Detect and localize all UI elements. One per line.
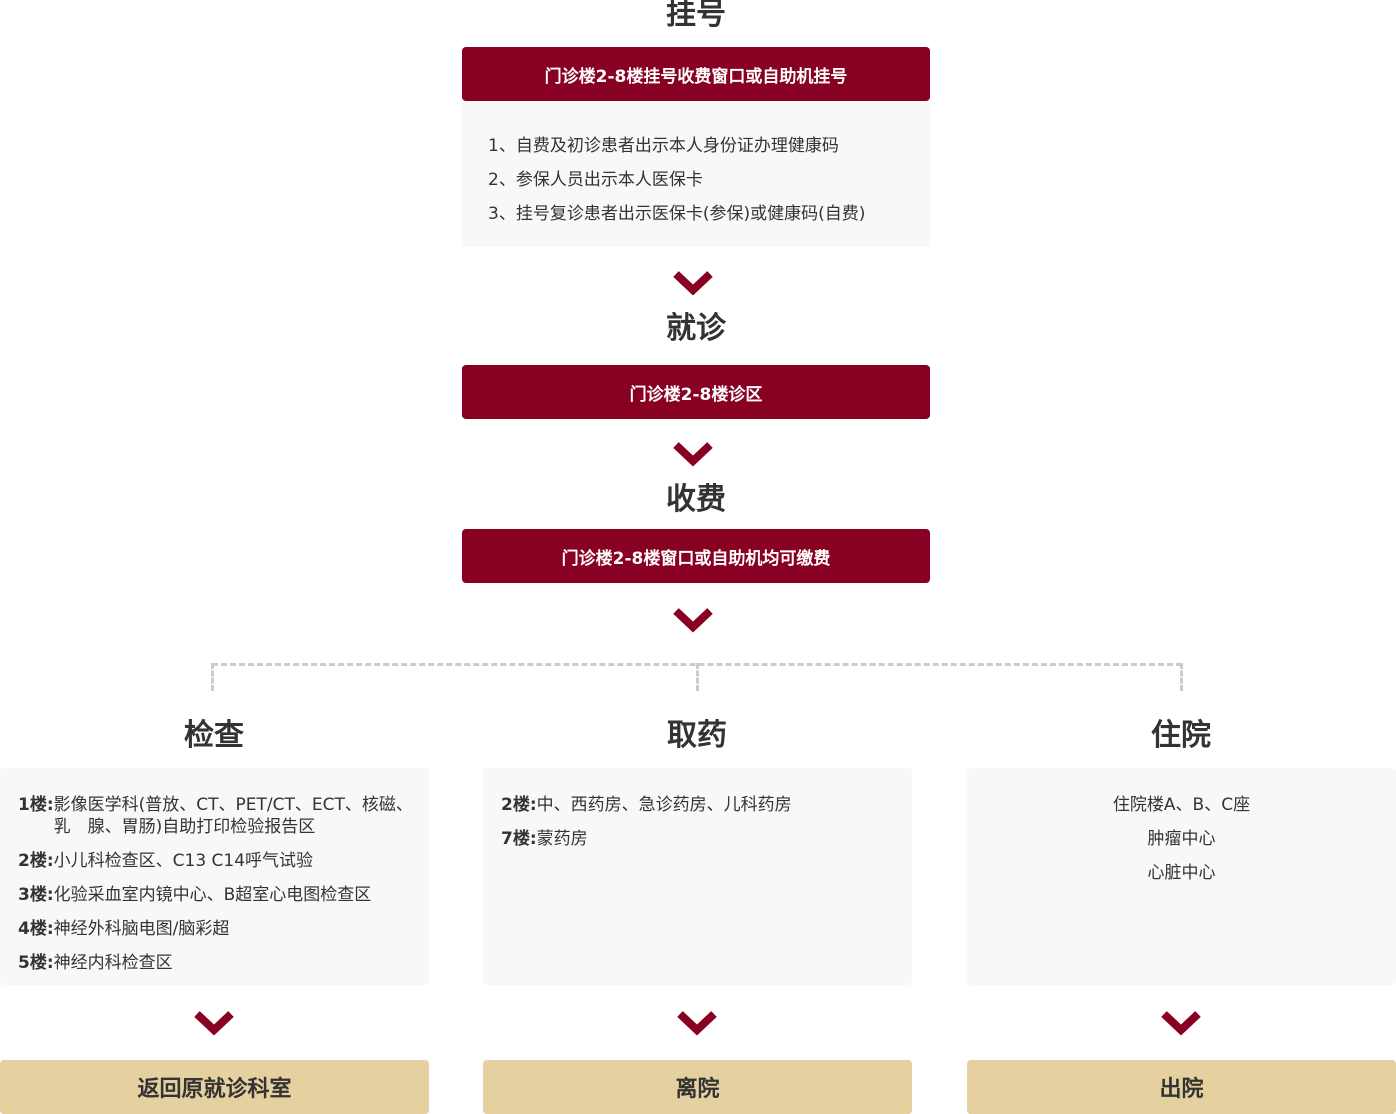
list-item: 4楼:神经外科脑电图/脑彩超 (18, 912, 411, 946)
floor-desc: 神经外科脑电图/脑彩超 (53, 919, 230, 939)
chevron-down-icon (673, 271, 713, 296)
chevron-down-icon (673, 442, 713, 467)
chevron-down-icon (1161, 1011, 1201, 1036)
floor-label: 5楼: (18, 953, 54, 973)
result-discharge: 出院 (967, 1060, 1396, 1114)
registration-box: 门诊楼2-8楼挂号收费窗口或自助机挂号 (462, 47, 930, 101)
note-item: 3、挂号复诊患者出示医保卡(参保)或健康码(自费) (488, 204, 866, 224)
floor-desc: 化验采血室内镜中心、B超室心电图检查区 (53, 885, 372, 905)
list-item: 5楼:神经内科检查区 (18, 946, 411, 980)
list-item: 住院楼A、B、C座 (1112, 795, 1251, 815)
floor-label: 3楼: (18, 885, 54, 905)
floor-label: 7楼: (501, 829, 537, 849)
step-title-consultation: 就诊 (666, 311, 726, 346)
registration-notes: 1、自费及初诊患者出示本人身份证办理健康码 2、参保人员出示本人医保卡 3、挂号… (462, 101, 930, 247)
list-item: 心脏中心 (1147, 863, 1216, 883)
branch-connector-right (1180, 663, 1183, 691)
floor-label: 2楼: (18, 851, 54, 871)
branch-connector-middle (696, 663, 699, 691)
list-item: 1楼:影像医学科(普放、CT、PET/CT、ECT、核磁、 乳 腺、胃肠)自助打… (18, 788, 422, 844)
floor-label: 4楼: (18, 919, 54, 939)
floor-desc: 中、西药房、急诊药房、儿科药房 (536, 795, 792, 815)
step-title-payment: 收费 (666, 482, 726, 517)
list-item: 肿瘤中心 (1147, 829, 1216, 849)
pharmacy-panel: 2楼:中、西药房、急诊药房、儿科药房 7楼:蒙药房 (483, 768, 912, 985)
floor-desc: 蒙药房 (536, 829, 588, 849)
payment-box: 门诊楼2-8楼窗口或自助机均可缴费 (462, 529, 930, 583)
result-leave-hospital: 离院 (483, 1060, 912, 1114)
step-title-registration: 挂号 (666, 0, 726, 32)
list-item: 7楼:蒙药房 (501, 822, 894, 856)
exam-panel: 1楼:影像医学科(普放、CT、PET/CT、ECT、核磁、 乳 腺、胃肠)自助打… (0, 768, 429, 985)
note-item: 2、参保人员出示本人医保卡 (488, 170, 703, 190)
chevron-down-icon (194, 1011, 234, 1036)
list-item: 2楼:中、西药房、急诊药房、儿科药房 (501, 788, 894, 822)
floor-desc: 神经内科检查区 (53, 953, 173, 973)
floor-label: 2楼: (501, 795, 537, 815)
floor-desc: 小儿科检查区、C13 C14呼气试验 (53, 851, 314, 871)
chevron-down-icon (673, 608, 713, 633)
branch-connector-left (211, 663, 214, 691)
note-item: 1、自费及初诊患者出示本人身份证办理健康码 (488, 136, 839, 156)
branch-title-exam: 检查 (184, 718, 244, 753)
floor-desc: 影像医学科(普放、CT、PET/CT、ECT、核磁、 乳 腺、胃肠)自助打印检验… (53, 795, 422, 837)
chevron-down-icon (677, 1011, 717, 1036)
inpatient-panel: 住院楼A、B、C座 肿瘤中心 心脏中心 (967, 768, 1396, 985)
floor-label: 1楼: (18, 795, 54, 815)
list-item: 2楼:小儿科检查区、C13 C14呼气试验 (18, 844, 411, 878)
branch-title-pharmacy: 取药 (667, 718, 727, 753)
list-item: 3楼:化验采血室内镜中心、B超室心电图检查区 (18, 878, 411, 912)
consultation-box: 门诊楼2-8楼诊区 (462, 365, 930, 419)
branch-title-inpatient: 住院 (1151, 718, 1211, 753)
result-return-department: 返回原就诊科室 (0, 1060, 429, 1114)
